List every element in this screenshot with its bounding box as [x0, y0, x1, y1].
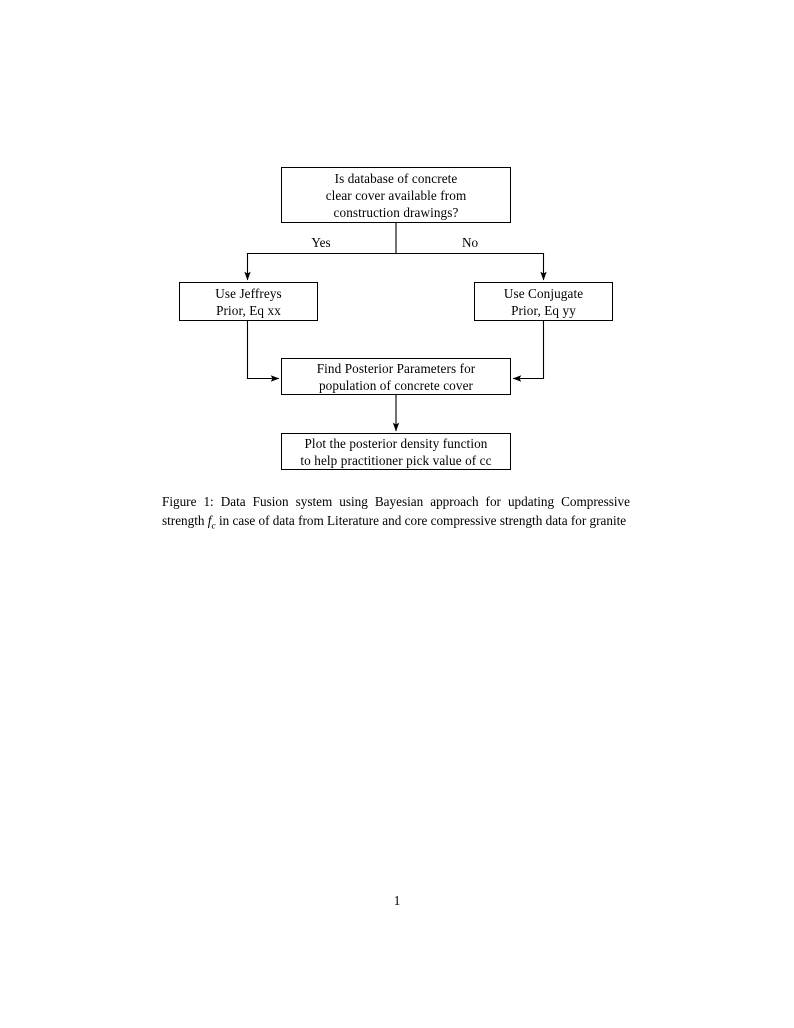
figure-caption: Figure 1: Data Fusion system using Bayes… — [162, 492, 630, 537]
edge-label-yes: Yes — [311, 235, 331, 250]
node-plot-line-2: to help practitioner pick value of cc — [300, 452, 492, 468]
node-decision-line-2: clear cover available from — [325, 187, 467, 203]
node-decision-database-available: Is database of concrete clear cover avai… — [281, 167, 511, 223]
node-plot-posterior-density: Plot the posterior density function to h… — [281, 433, 511, 470]
node-use-jeffreys-prior: Use Jeffreys Prior, Eq xx — [179, 282, 318, 321]
caption-text-after-math: in case of data from Literature and core… — [218, 513, 627, 529]
wire-conjugate-to-posterior — [512, 321, 545, 382]
caption-math-subscript: c — [211, 521, 216, 532]
wire-no-branch — [396, 252, 547, 281]
caption-label: Figure 1: — [162, 494, 214, 509]
flowchart-figure: Is database of concrete clear cover avai… — [0, 0, 794, 500]
node-posterior-line-1: Find Posterior Parameters for — [316, 360, 476, 376]
node-jeffreys-line-2: Prior, Eq xx — [216, 302, 281, 318]
node-conjugate-line-2: Prior, Eq yy — [511, 302, 576, 318]
page-number: 1 — [393, 893, 401, 908]
node-posterior-line-2: population of concrete cover — [318, 377, 474, 393]
caption-math-fc: fc — [207, 513, 216, 532]
wire-jeffreys-to-posterior — [246, 321, 280, 382]
node-find-posterior-parameters: Find Posterior Parameters for population… — [281, 358, 511, 395]
node-use-conjugate-prior: Use Conjugate Prior, Eq yy — [474, 282, 613, 321]
node-decision-line-1: Is database of concrete — [334, 170, 458, 186]
flowchart-connectors — [244, 223, 547, 432]
edge-label-no: No — [461, 235, 479, 250]
node-plot-line-1: Plot the posterior density function — [304, 435, 488, 451]
wire-yes-branch — [244, 252, 396, 281]
node-jeffreys-line-1: Use Jeffreys — [215, 285, 282, 301]
caption-text-before-math: Data Fusion system using Bayesian approa… — [162, 494, 630, 529]
node-decision-line-3: construction drawings? — [333, 204, 459, 220]
node-conjugate-line-1: Use Conjugate — [503, 285, 584, 301]
caption-math-base: f — [207, 513, 212, 529]
caption-space-1 — [214, 494, 221, 509]
